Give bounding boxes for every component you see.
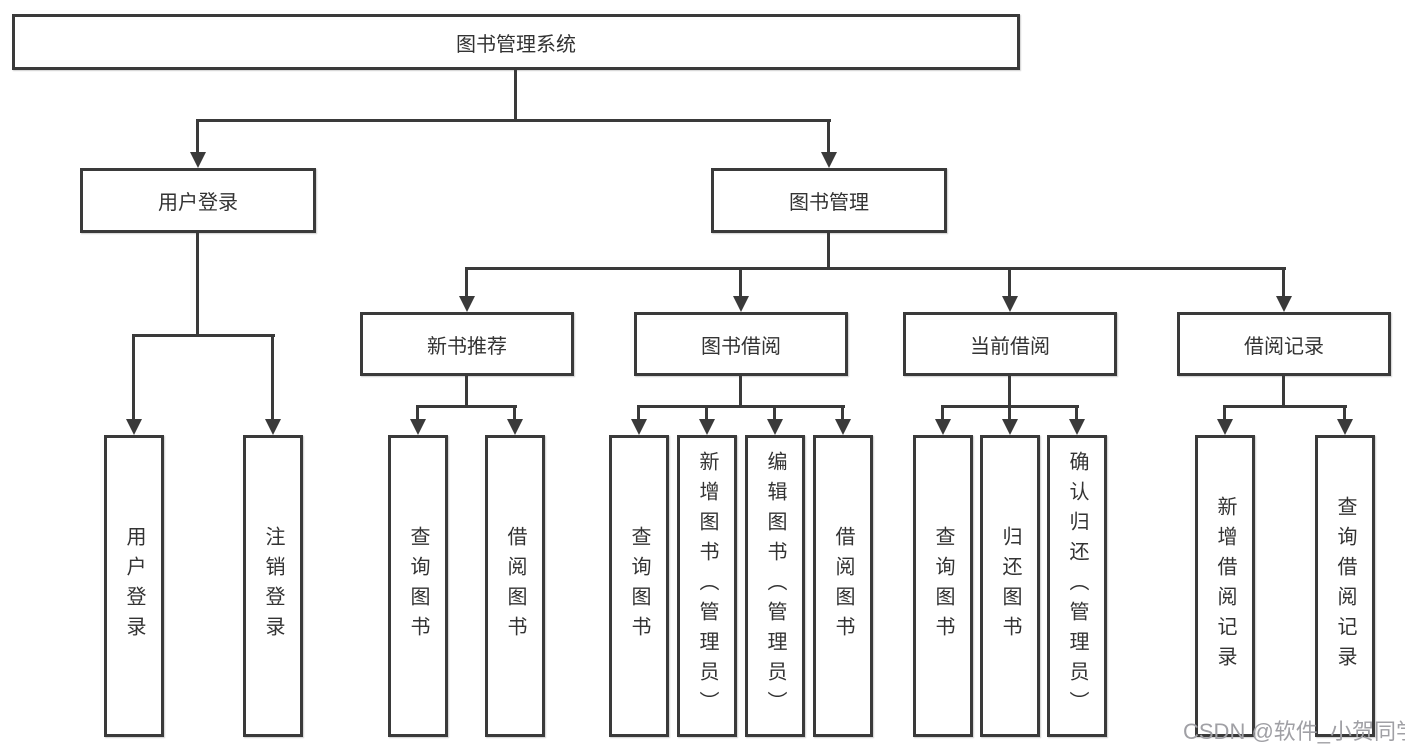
- connector-to-leaf: [1075, 405, 1078, 421]
- arrow-down-icon: [1002, 296, 1018, 312]
- leaf-label: 查询图书: [932, 526, 954, 646]
- arrow-down-icon: [835, 419, 851, 435]
- connector-to-leaf: [1343, 405, 1346, 421]
- connector-root-stem: [514, 70, 517, 122]
- arrow-down-icon: [507, 419, 523, 435]
- leaf-label: 归还图书: [999, 526, 1021, 646]
- leaf-label: 用户登录: [123, 526, 145, 646]
- leaf-query-books-recommend: 查询图书: [388, 435, 448, 737]
- leaf-label: 确认归还（管理员）: [1066, 451, 1088, 721]
- connector-to-borrow-records: [1282, 267, 1285, 298]
- leaf-label: 新增借阅记录: [1214, 496, 1236, 676]
- connector-to-leaf: [637, 405, 640, 421]
- connector-stem: [1008, 376, 1011, 408]
- arrow-down-icon: [459, 296, 475, 312]
- leaf-add-books-admin: 新增图书（管理员）: [677, 435, 737, 737]
- arrow-down-icon: [126, 419, 142, 435]
- node-book-borrowing: 图书借阅: [634, 312, 848, 376]
- connector-to-leaf: [416, 405, 419, 421]
- connector-root-branch: [196, 119, 831, 122]
- connector-branch: [416, 405, 517, 408]
- arrow-down-icon: [699, 419, 715, 435]
- arrow-down-icon: [190, 152, 206, 168]
- connector-to-leaf: [841, 405, 844, 421]
- node-user-login-label: 用户登录: [158, 192, 238, 214]
- leaf-label: 查询图书: [407, 526, 429, 646]
- arrow-down-icon: [733, 296, 749, 312]
- node-root-label: 图书管理系统: [456, 33, 576, 56]
- leaf-label: 借阅图书: [832, 526, 854, 646]
- arrow-down-icon: [1002, 419, 1018, 435]
- connector-to-leaf: [513, 405, 516, 421]
- connector-stem: [1282, 376, 1285, 408]
- arrow-down-icon: [767, 419, 783, 435]
- leaf-query-borrow-record: 查询借阅记录: [1315, 435, 1375, 737]
- connector-to-book-mgmt: [827, 119, 830, 155]
- csdn-watermark: CSDN @软件_小贺同学: [1183, 719, 1405, 744]
- arrow-down-icon: [1069, 419, 1085, 435]
- leaf-label: 借阅图书: [504, 526, 526, 646]
- connector-branch: [637, 405, 845, 408]
- leaf-label: 查询借阅记录: [1334, 496, 1356, 676]
- connector-book-mgmt-stem: [827, 233, 830, 270]
- leaf-query-books-borrowing: 查询图书: [609, 435, 669, 737]
- leaf-borrow-books-borrowing: 借阅图书: [813, 435, 873, 737]
- node-label: 图书借阅: [701, 335, 781, 358]
- node-current-borrowing: 当前借阅: [903, 312, 1117, 376]
- connector-to-leaf: [132, 334, 135, 421]
- arrow-down-icon: [631, 419, 647, 435]
- connector-stem: [739, 376, 742, 408]
- arrow-down-icon: [1276, 296, 1292, 312]
- node-borrowing-records: 借阅记录: [1177, 312, 1391, 376]
- leaf-return-books: 归还图书: [980, 435, 1040, 737]
- node-label: 借阅记录: [1244, 335, 1324, 358]
- node-label: 新书推荐: [427, 335, 507, 358]
- connector-to-user-login: [196, 119, 199, 155]
- leaf-user-login: 用户登录: [104, 435, 164, 737]
- connector-user-login-branch: [132, 334, 275, 337]
- connector-to-leaf: [705, 405, 708, 421]
- connector-to-leaf: [773, 405, 776, 421]
- node-book-management-label: 图书管理: [789, 192, 869, 214]
- arrow-down-icon: [1337, 419, 1353, 435]
- arrow-down-icon: [821, 152, 837, 168]
- leaf-label: 编辑图书（管理员）: [764, 451, 786, 721]
- leaf-edit-books-admin: 编辑图书（管理员）: [745, 435, 805, 737]
- node-book-management: 图书管理: [711, 168, 947, 233]
- connector-to-current-borrow: [1008, 267, 1011, 298]
- connector-branch: [1223, 405, 1347, 408]
- leaf-logout: 注销登录: [243, 435, 303, 737]
- arrow-down-icon: [935, 419, 951, 435]
- connector-to-new-books: [465, 267, 468, 298]
- leaf-add-borrow-record: 新增借阅记录: [1195, 435, 1255, 737]
- connector-to-book-borrow: [739, 267, 742, 298]
- connector-to-leaf: [1008, 405, 1011, 421]
- leaf-label: 查询图书: [628, 526, 650, 646]
- connector-to-leaf: [941, 405, 944, 421]
- connector-book-mgmt-branch: [465, 267, 1286, 270]
- connector-to-leaf: [271, 334, 274, 421]
- arrow-down-icon: [265, 419, 281, 435]
- leaf-query-books-current: 查询图书: [913, 435, 973, 737]
- node-root: 图书管理系统: [12, 14, 1020, 70]
- arrow-down-icon: [1217, 419, 1233, 435]
- connector-stem: [465, 376, 468, 408]
- leaf-label: 新增图书（管理员）: [696, 451, 718, 721]
- node-label: 当前借阅: [970, 335, 1050, 358]
- leaf-confirm-return-admin: 确认归还（管理员）: [1047, 435, 1107, 737]
- leaf-label: 注销登录: [262, 526, 284, 646]
- node-new-book-recommend: 新书推荐: [360, 312, 574, 376]
- connector-to-leaf: [1223, 405, 1226, 421]
- leaf-borrow-books-recommend: 借阅图书: [485, 435, 545, 737]
- arrow-down-icon: [410, 419, 426, 435]
- connector-user-login-stem: [196, 233, 199, 337]
- node-user-login: 用户登录: [80, 168, 316, 233]
